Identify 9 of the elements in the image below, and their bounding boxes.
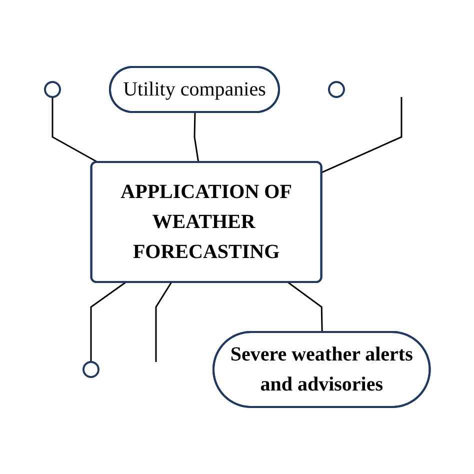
connector [193, 112, 199, 163]
connector [51, 97, 98, 164]
connector [90, 282, 126, 362]
node-ellipse [328, 81, 345, 98]
connector [154, 282, 172, 362]
connector [321, 97, 402, 174]
node-ellipse [82, 360, 100, 378]
connector [287, 282, 322, 332]
node-ellipse [44, 81, 61, 98]
